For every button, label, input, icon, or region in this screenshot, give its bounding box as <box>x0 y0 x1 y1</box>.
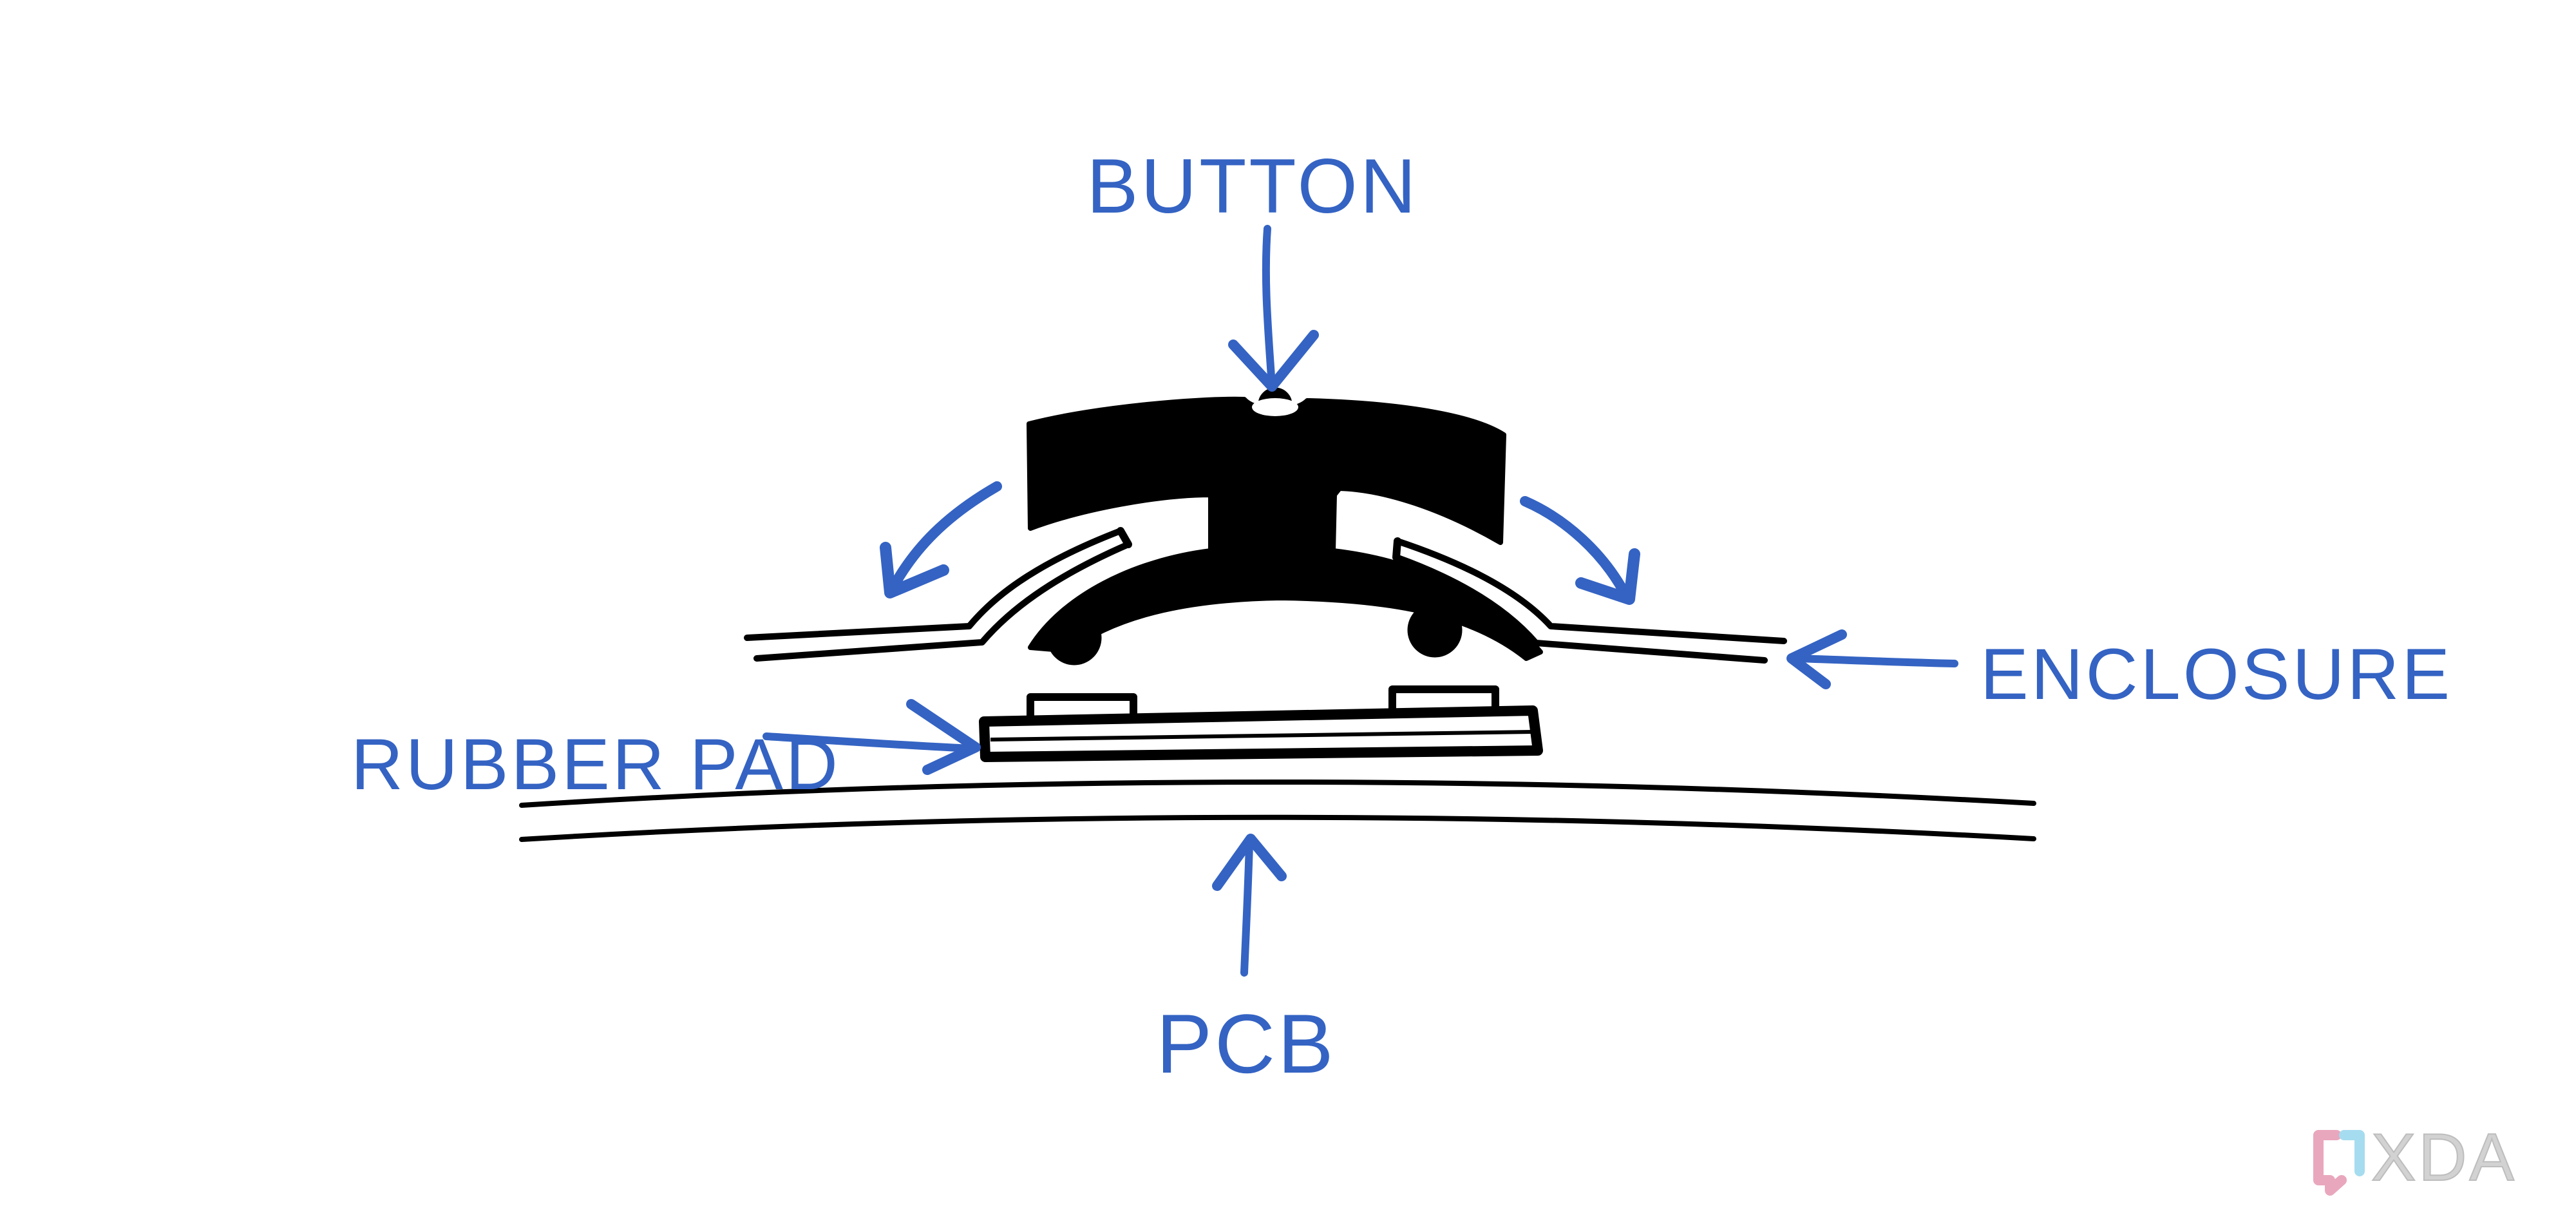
enclosure-arrow-shaft <box>1793 655 1958 667</box>
rotate-right-arrow-shaft <box>1520 496 1631 601</box>
button-top-notch <box>1252 398 1298 416</box>
label-pcb: PCB <box>1156 997 1336 1091</box>
enclosure-left-inner <box>753 541 1132 662</box>
button-foot-left <box>1046 610 1102 665</box>
rubber-pad-edge <box>990 730 1533 741</box>
enclosure-left-outer <box>744 528 1124 641</box>
rubber-pad-arrow-shaft <box>762 732 976 752</box>
enclosure-arrow-head <box>1786 629 1847 689</box>
button-arrow-shaft <box>1262 225 1276 390</box>
rubber-pad-body <box>979 705 1543 762</box>
rubber-pad <box>979 685 1543 762</box>
rotate-right-arrow-head <box>1575 548 1640 605</box>
pcb-top-line <box>519 779 2036 808</box>
pcb-arrow-shaft <box>1240 840 1253 977</box>
label-rubber-pad: RUBBER PAD <box>351 724 840 805</box>
enclosure-left <box>744 527 1132 662</box>
enclosure-right-inner <box>1393 554 1768 664</box>
button-arrow-head <box>1228 330 1319 392</box>
button-keycap <box>1027 387 1543 665</box>
xda-watermark-text: XDA <box>2371 1120 2517 1195</box>
rotate-left-arrow-head <box>880 542 949 598</box>
button-cap-body <box>1027 396 1543 661</box>
enclosure-right-outer <box>1394 538 1787 644</box>
pcb-bottom-line <box>519 814 2036 842</box>
arrows <box>762 225 1958 977</box>
button-foot-right <box>1407 602 1463 658</box>
xda-watermark: XDA <box>2313 1120 2517 1196</box>
label-button: BUTTON <box>1086 143 1418 229</box>
rubber-pad-arrow-head <box>906 699 981 775</box>
xda-logo-icon <box>2313 1130 2365 1196</box>
rotate-left-arrow-shaft <box>887 481 1002 595</box>
enclosure-right-cap <box>1392 537 1401 561</box>
enclosure-left-cap <box>1117 527 1132 548</box>
enclosure-right <box>1392 537 1787 664</box>
pcb-arrow-head <box>1212 834 1287 891</box>
pcb-board <box>519 779 2036 842</box>
label-enclosure: ENCLOSURE <box>1980 634 2452 714</box>
